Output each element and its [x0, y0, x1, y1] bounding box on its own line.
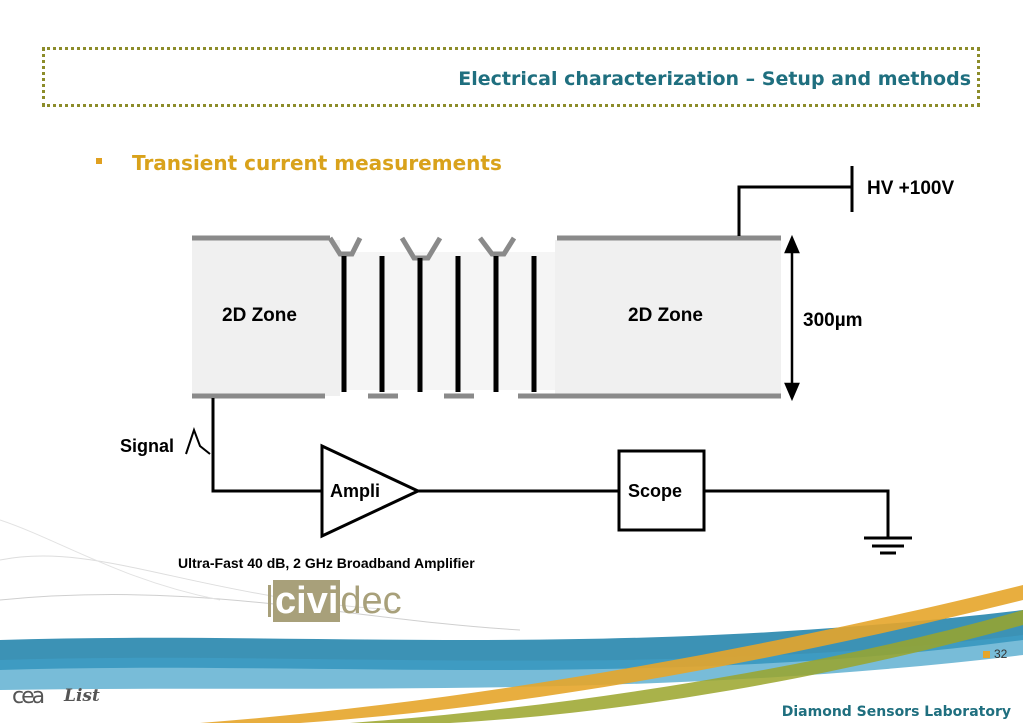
- bullet-marker: [96, 158, 102, 164]
- page-number: 32: [994, 647, 1008, 661]
- signal-pulse-icon: [185, 427, 211, 455]
- thickness-label: 300µm: [803, 310, 863, 331]
- scope-box: [617, 449, 706, 532]
- ground-icon: [864, 536, 912, 555]
- right-2d-zone: [555, 240, 781, 396]
- scope-label: Scope: [628, 481, 683, 501]
- left-2d-zone: [192, 240, 340, 396]
- thickness-arrow: [784, 234, 800, 402]
- hv-connection: [737, 166, 854, 236]
- 3d-columns: [341, 256, 537, 392]
- top-electrodes: [192, 235, 781, 261]
- hv-label: HV +100V: [867, 178, 955, 199]
- amplifier-caption: Ultra-Fast 40 dB, 2 GHz Broadband Amplif…: [178, 555, 475, 571]
- amplifier-label: Ampli: [330, 481, 381, 501]
- title-frame: [42, 47, 980, 107]
- left-zone-label: 2D Zone: [222, 305, 297, 326]
- amplifier-triangle: [320, 443, 422, 539]
- right-zone-label: 2D Zone: [628, 305, 703, 326]
- cividec-logo: cividec: [268, 580, 402, 623]
- lab-name: Diamond Sensors Laboratory: [781, 704, 1011, 720]
- signal-label: Signal: [120, 436, 175, 456]
- section-title: Transient current measurements: [132, 151, 502, 175]
- cea-logo: cea: [12, 684, 45, 709]
- signal-wiring: [211, 398, 890, 538]
- middle-zone: [340, 252, 555, 390]
- list-logo: List: [64, 686, 100, 706]
- page-number-marker: [983, 651, 990, 658]
- slide-title: Electrical characterization – Setup and …: [458, 68, 971, 90]
